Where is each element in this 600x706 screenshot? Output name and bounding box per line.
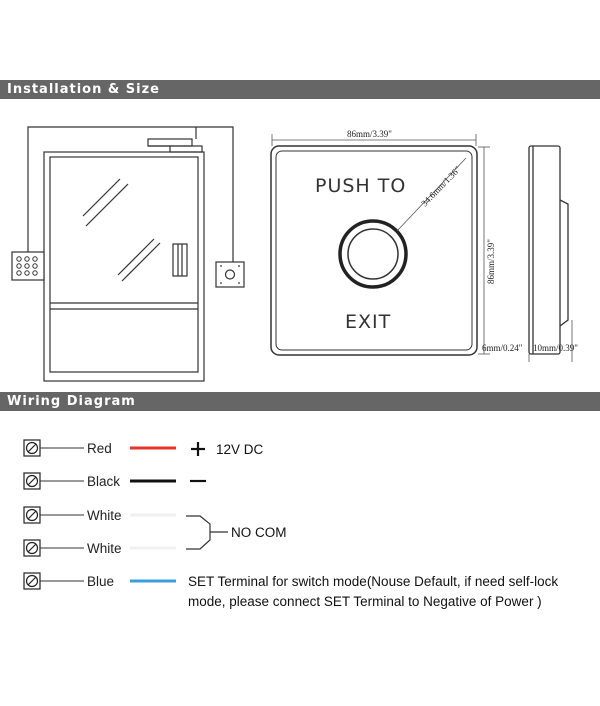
wire-row: White xyxy=(23,506,176,524)
screw-slot xyxy=(27,510,37,520)
wiring-path xyxy=(27,126,234,262)
wire-row: Black xyxy=(23,472,176,490)
door-frame xyxy=(43,151,205,382)
wire-label: White xyxy=(87,508,122,523)
wire-row: Blue xyxy=(23,572,176,590)
wire-label: Black xyxy=(87,474,120,489)
positive-symbol xyxy=(191,442,205,456)
screw-head xyxy=(25,541,39,555)
height-dimension-label: 86mm/3.39" xyxy=(486,239,496,284)
screw-head xyxy=(25,474,39,488)
wire-label: White xyxy=(87,541,122,556)
depth-front-label: 6mm/0.24" xyxy=(482,343,523,353)
wire-label: Red xyxy=(87,441,112,456)
door-handle xyxy=(172,243,188,277)
screw-head xyxy=(25,441,39,455)
button-face-line2: EXIT xyxy=(345,311,391,333)
keypad-icon xyxy=(11,251,45,281)
wire-label: Blue xyxy=(87,574,114,589)
push-button-inner xyxy=(347,228,399,280)
height-dimension xyxy=(478,146,490,355)
screw-slot xyxy=(27,543,37,553)
magnetic-lock xyxy=(147,138,193,147)
width-dimension xyxy=(271,134,477,146)
screw-slot xyxy=(27,576,37,586)
set-terminal-line1: SET Terminal for switch mode(Nouse Defau… xyxy=(188,574,558,589)
no-com-label: NO COM xyxy=(231,525,287,540)
positive-label: 12V DC xyxy=(216,442,264,457)
button-side-view xyxy=(528,145,569,355)
exit-button-small-icon xyxy=(215,261,245,288)
door-installation-drawing xyxy=(27,126,234,382)
screw-head xyxy=(25,508,39,522)
wire-row: Red xyxy=(23,439,176,457)
wiring-section-header: Wiring Diagram xyxy=(0,392,600,411)
button-face-line1: PUSH TO xyxy=(315,175,406,197)
wire-row: White xyxy=(23,539,176,557)
width-dimension-label: 86mm/3.39" xyxy=(347,129,392,139)
screw-slot xyxy=(27,476,37,486)
installation-section-header: Installation & Size xyxy=(0,80,600,99)
depth-total-label: 10mm/0.39" xyxy=(533,343,578,353)
set-terminal-line2: mode, please connect SET Terminal to Neg… xyxy=(188,594,542,609)
screw-slot xyxy=(27,443,37,453)
no-com-bracket xyxy=(186,515,228,550)
screw-head xyxy=(25,574,39,588)
button-front-view: PUSH TO EXIT xyxy=(270,145,478,356)
